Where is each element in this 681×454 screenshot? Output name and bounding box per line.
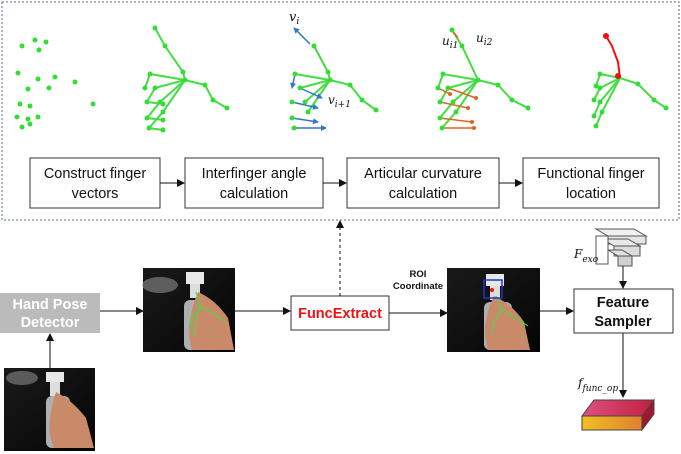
step-3-line1: Articular curvature xyxy=(364,166,482,182)
step-articular-curvature: Articular curvature calculation xyxy=(346,157,500,209)
roi-label-line2: Coordinate xyxy=(393,281,443,292)
detector-line1: Hand Pose xyxy=(13,297,88,313)
func-extract-box: FuncExtract xyxy=(290,295,390,331)
svg-text:vi: vi xyxy=(289,10,299,27)
func-op-feature-tensor xyxy=(581,398,655,432)
svg-text:ui2: ui2 xyxy=(476,31,493,48)
roi-label-line1: ROI xyxy=(410,269,427,280)
functional-finger-panel xyxy=(591,33,669,129)
u-i2-label: u xyxy=(476,31,484,45)
svg-text:ffunc_op: ffunc_op xyxy=(577,376,618,394)
func-extract-label: FuncExtract xyxy=(298,306,382,322)
step-2-line2: calculation xyxy=(220,186,289,202)
keypoint-image xyxy=(142,268,235,352)
angles-panel: ui1 ui2 xyxy=(435,27,531,131)
svg-text:Fexo: Fexo xyxy=(573,247,599,265)
f-func-op-label: f xyxy=(577,376,585,390)
f-exo-label: F xyxy=(573,247,583,261)
step-1-line1: Construct finger xyxy=(44,166,147,182)
functional-finger-highlight xyxy=(605,35,621,79)
step-4-line2: location xyxy=(566,186,616,202)
v-i-label: v xyxy=(289,10,297,25)
vectors-panel: vi vi+1 xyxy=(289,10,379,131)
v-next-label: v xyxy=(328,93,335,107)
detector-line2: Detector xyxy=(21,315,80,331)
skeleton-panel xyxy=(142,25,230,133)
feature-sampler: Feature Sampler xyxy=(573,288,674,334)
step-functional-finger: Functional finger location xyxy=(522,157,660,209)
sampler-line1: Feature xyxy=(597,295,649,311)
input-image xyxy=(4,368,95,451)
sampler-line2: Sampler xyxy=(594,314,652,330)
step-4-line1: Functional finger xyxy=(537,166,644,182)
svg-text:vi+1: vi+1 xyxy=(328,93,351,110)
roi-box xyxy=(483,279,503,299)
step-3-line2: calculation xyxy=(389,186,458,202)
exo-feature-stack xyxy=(594,228,648,267)
step-1-line2: vectors xyxy=(72,186,119,202)
svg-text:ui1: ui1 xyxy=(442,34,458,51)
step-2-line1: Interfinger angle xyxy=(202,166,307,182)
u-i1-label: u xyxy=(442,34,450,48)
keypoints-panel xyxy=(14,37,96,130)
step-construct-vectors: Construct finger vectors xyxy=(29,157,161,209)
hand-pose-detector: Hand Pose Detector xyxy=(0,293,100,333)
roi-image xyxy=(447,268,540,352)
step-interfinger-angle: Interfinger angle calculation xyxy=(184,157,324,209)
